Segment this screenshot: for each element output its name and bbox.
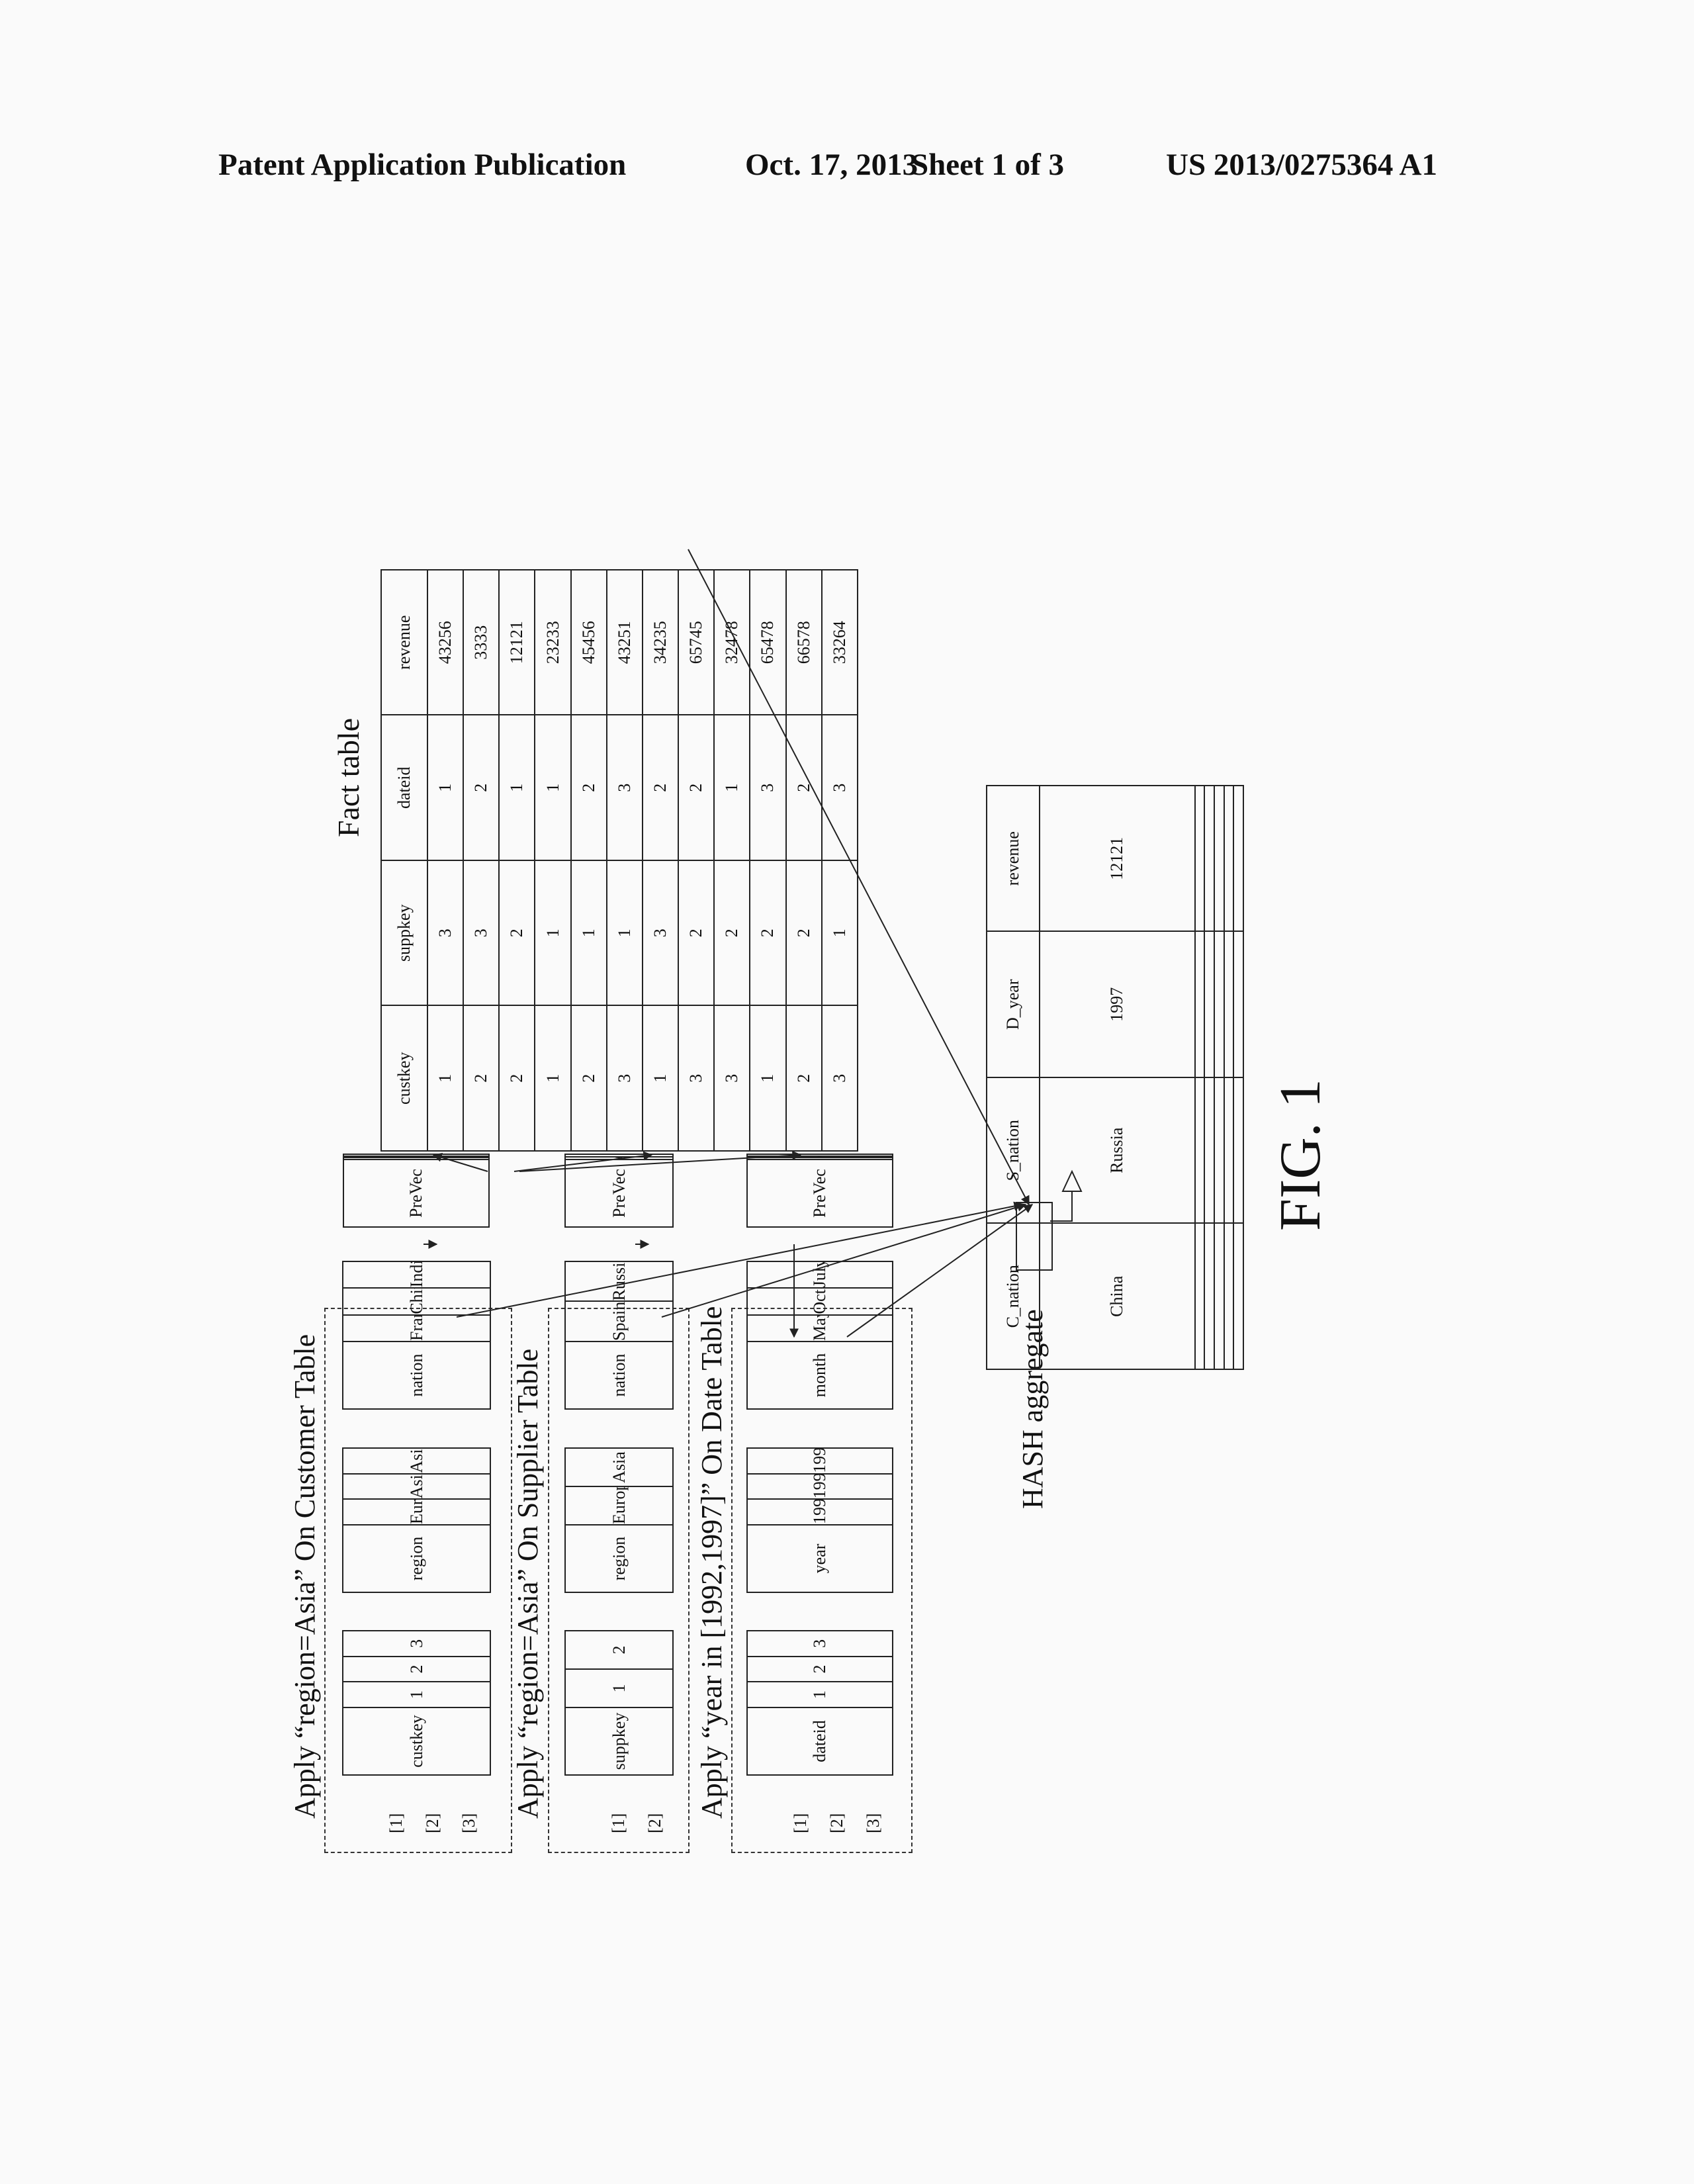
- publication-date: Oct. 17, 2013: [745, 148, 918, 182]
- connector-arrow: [513, 1151, 653, 1172]
- connector-arrow: [432, 1152, 488, 1172]
- connector-arrow: [519, 1150, 802, 1172]
- connector-arrow: [661, 1203, 1027, 1318]
- connector-arrow: [456, 1201, 1024, 1318]
- sheet-number: Sheet 1 of 3: [911, 148, 1065, 182]
- connector-arrow: [846, 1204, 1034, 1338]
- connector-arrow: [688, 549, 1030, 1206]
- publication-label: Patent Application Publication: [218, 148, 627, 182]
- patent-number: US 2013/0275364 A1: [1166, 148, 1437, 182]
- hash-to-result-arrow: [1050, 1169, 1083, 1222]
- connector-arrows: [424, 549, 1083, 1338]
